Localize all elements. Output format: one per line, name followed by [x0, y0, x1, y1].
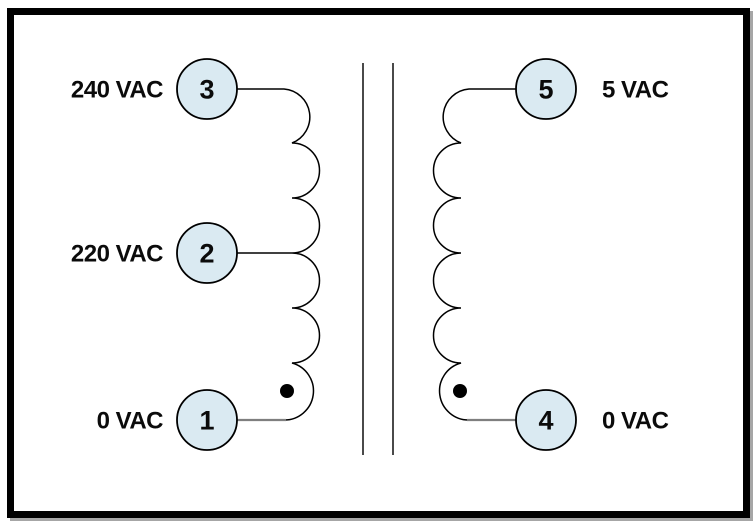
terminal-1-number: 1 — [199, 406, 214, 436]
terminal-4-circle — [515, 389, 577, 451]
primary-polarity-dot-icon — [280, 384, 294, 398]
terminal-5-voltage-label: 5 VAC — [602, 76, 669, 103]
terminal-5: 5 5 VAC — [515, 58, 669, 120]
terminal-3-voltage-label: 240 VAC — [71, 76, 163, 103]
terminal-3-circle — [176, 58, 238, 120]
terminal-2: 2 220 VAC — [71, 222, 238, 284]
terminal-1: 1 0 VAC — [97, 389, 238, 451]
terminal-2-voltage-label: 220 VAC — [71, 240, 163, 267]
terminal-2-circle — [176, 222, 238, 284]
terminal-5-number: 5 — [538, 75, 553, 105]
terminal-1-voltage-label: 0 VAC — [97, 407, 164, 434]
terminal-1-circle — [176, 389, 238, 451]
terminal-4-number: 4 — [538, 406, 553, 436]
terminal-5-circle — [515, 58, 577, 120]
terminal-3: 3 240 VAC — [71, 58, 238, 120]
secondary-polarity-dot-icon — [453, 384, 467, 398]
terminal-4-voltage-label: 0 VAC — [602, 407, 669, 434]
terminal-3-number: 3 — [199, 75, 214, 105]
secondary-winding — [432, 88, 518, 421]
terminal-2-number: 2 — [199, 239, 214, 269]
diagram-frame — [7, 8, 750, 518]
terminal-4: 4 0 VAC — [515, 389, 669, 451]
